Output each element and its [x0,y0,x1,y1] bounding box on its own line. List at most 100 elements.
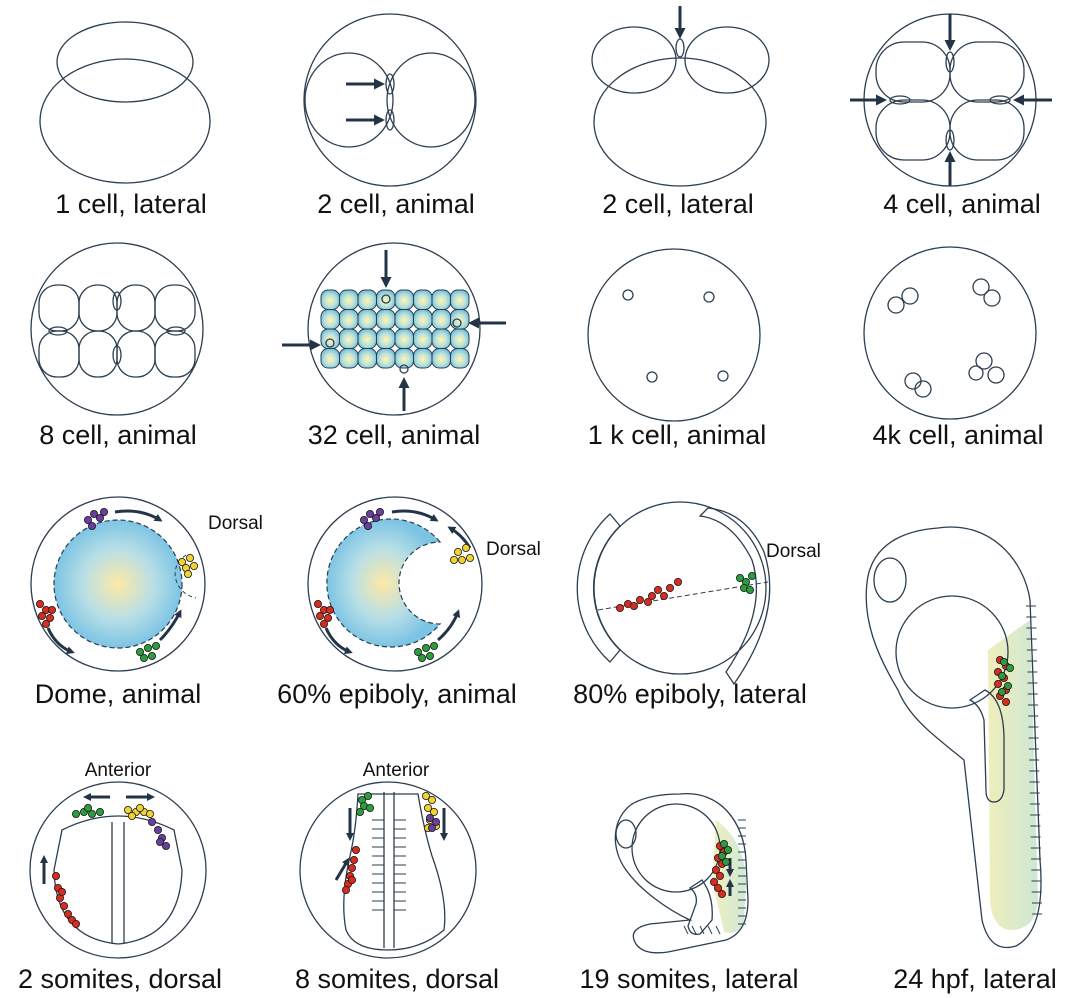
labeled-cell [462,544,469,551]
labeled-cell [146,810,153,817]
caption-1-cell-lateral: 1 cell, lateral [55,189,207,219]
blastomere-cell [340,349,359,369]
embryo-1k-cell-animal [588,249,760,421]
labeled-cell [48,606,55,613]
labeled-cell [994,680,1001,687]
labeled-cell [1000,658,1007,665]
labeled-cell [660,592,667,599]
labeled-cell [156,838,163,845]
labeled-cell [52,872,59,879]
labeled-cell [636,596,643,603]
caption-8-cell-animal: 8 cell, animal [39,420,197,450]
labeled-cell [72,810,79,817]
caption-1k-cell-animal: 1 k cell, animal [588,420,767,450]
arrow-icon [392,511,436,520]
labeled-cell [376,508,383,515]
labeled-cell [320,620,327,627]
embryo-4k-cell-animal [864,247,1036,419]
labeled-cell [148,818,155,825]
labeled-cell [1006,664,1013,671]
caption-80-epiboly-lateral: 80% epiboly, lateral [573,679,807,709]
blastomere-cell [340,310,359,330]
blastomere-cell [377,290,396,310]
labeled-cell [88,522,95,529]
caption-4-cell-animal: 4 cell, animal [883,189,1041,219]
labeled-cell [348,876,355,883]
blastomere-cell [340,329,359,349]
labeled-cell [58,888,65,895]
blastomere-cell [451,349,470,369]
labeled-cell [136,804,143,811]
labeled-cell [466,554,473,561]
embryo-1-cell-lateral [40,22,210,183]
blastomere-cell [358,290,377,310]
labeled-cell [454,548,461,555]
labeled-cell [128,812,135,819]
labeled-cell [100,508,107,515]
labeled-cell [724,846,731,853]
label-anterior: Anterior [85,760,152,781]
labeled-cell [38,612,45,619]
blastomere-cell [377,349,396,369]
blastomere-cell [432,290,451,310]
labeled-cell [356,808,363,815]
labeled-cell [350,856,357,863]
labeled-cell [1002,698,1009,705]
blastomere-cell [340,290,359,310]
arrow-icon [438,612,458,640]
labeled-cell [630,602,637,609]
labeled-cell [450,556,457,563]
label-dorsal: Dorsal [486,539,541,560]
labeled-cell [348,864,355,871]
blastomere-cell [395,329,414,349]
labeled-cell [60,902,67,909]
labeled-cell [184,570,191,577]
embryo-8-somites-dorsal [300,782,476,958]
blastomere-cell [377,329,396,349]
embryo-4-cell-animal [850,14,1052,186]
labeled-cell [364,792,371,799]
caption-2-somites-dorsal: 2 somites, dorsal [18,964,222,994]
embryo-2-cell-lateral [592,6,769,186]
labeled-cell [72,920,79,927]
labeled-cell [674,578,681,585]
arrow-icon [115,511,160,520]
labeled-cell [746,586,753,593]
labeled-cell [316,612,323,619]
labeled-cell [96,808,103,815]
blastomere-cell [432,310,451,330]
blastomere-cell [321,310,340,330]
labeled-cell [342,886,349,893]
caption-60-epiboly-animal: 60% epiboly, animal [277,679,517,709]
caption-8-somites-dorsal: 8 somites, dorsal [295,964,499,994]
caption-dome-animal: Dome, animal [35,679,202,709]
labeled-cell [998,672,1005,679]
blastomere-cell [377,310,396,330]
labeled-cell [366,804,373,811]
labeled-cell [616,604,623,611]
labeled-cell [722,858,729,865]
embryo-2-cell-animal [304,14,476,186]
blastomere-cell [321,349,340,369]
germ-plasm [386,110,394,130]
labeled-cell [190,562,197,569]
blastomere-cell [395,310,414,330]
labeled-cell [426,652,433,659]
labeled-cell [148,652,155,659]
labeled-cell [1004,682,1011,689]
blastomere-cell [414,290,433,310]
blastomere-cell [414,329,433,349]
labeled-cell [998,688,1005,695]
blastomere-cell [414,349,433,369]
label-dorsal: Dorsal [766,541,821,562]
blastomere-cell [451,290,470,310]
embryo-2-somites-dorsal [30,782,206,958]
labeled-cell [84,804,91,811]
blastomere-cell [451,329,470,349]
caption-2-cell-animal: 2 cell, animal [317,189,475,219]
caption-19-somites-lateral: 19 somites, lateral [579,964,798,994]
embryo-24-hpf-lateral [866,527,1042,948]
arrow-icon [326,628,350,652]
labeled-cell [326,606,333,613]
